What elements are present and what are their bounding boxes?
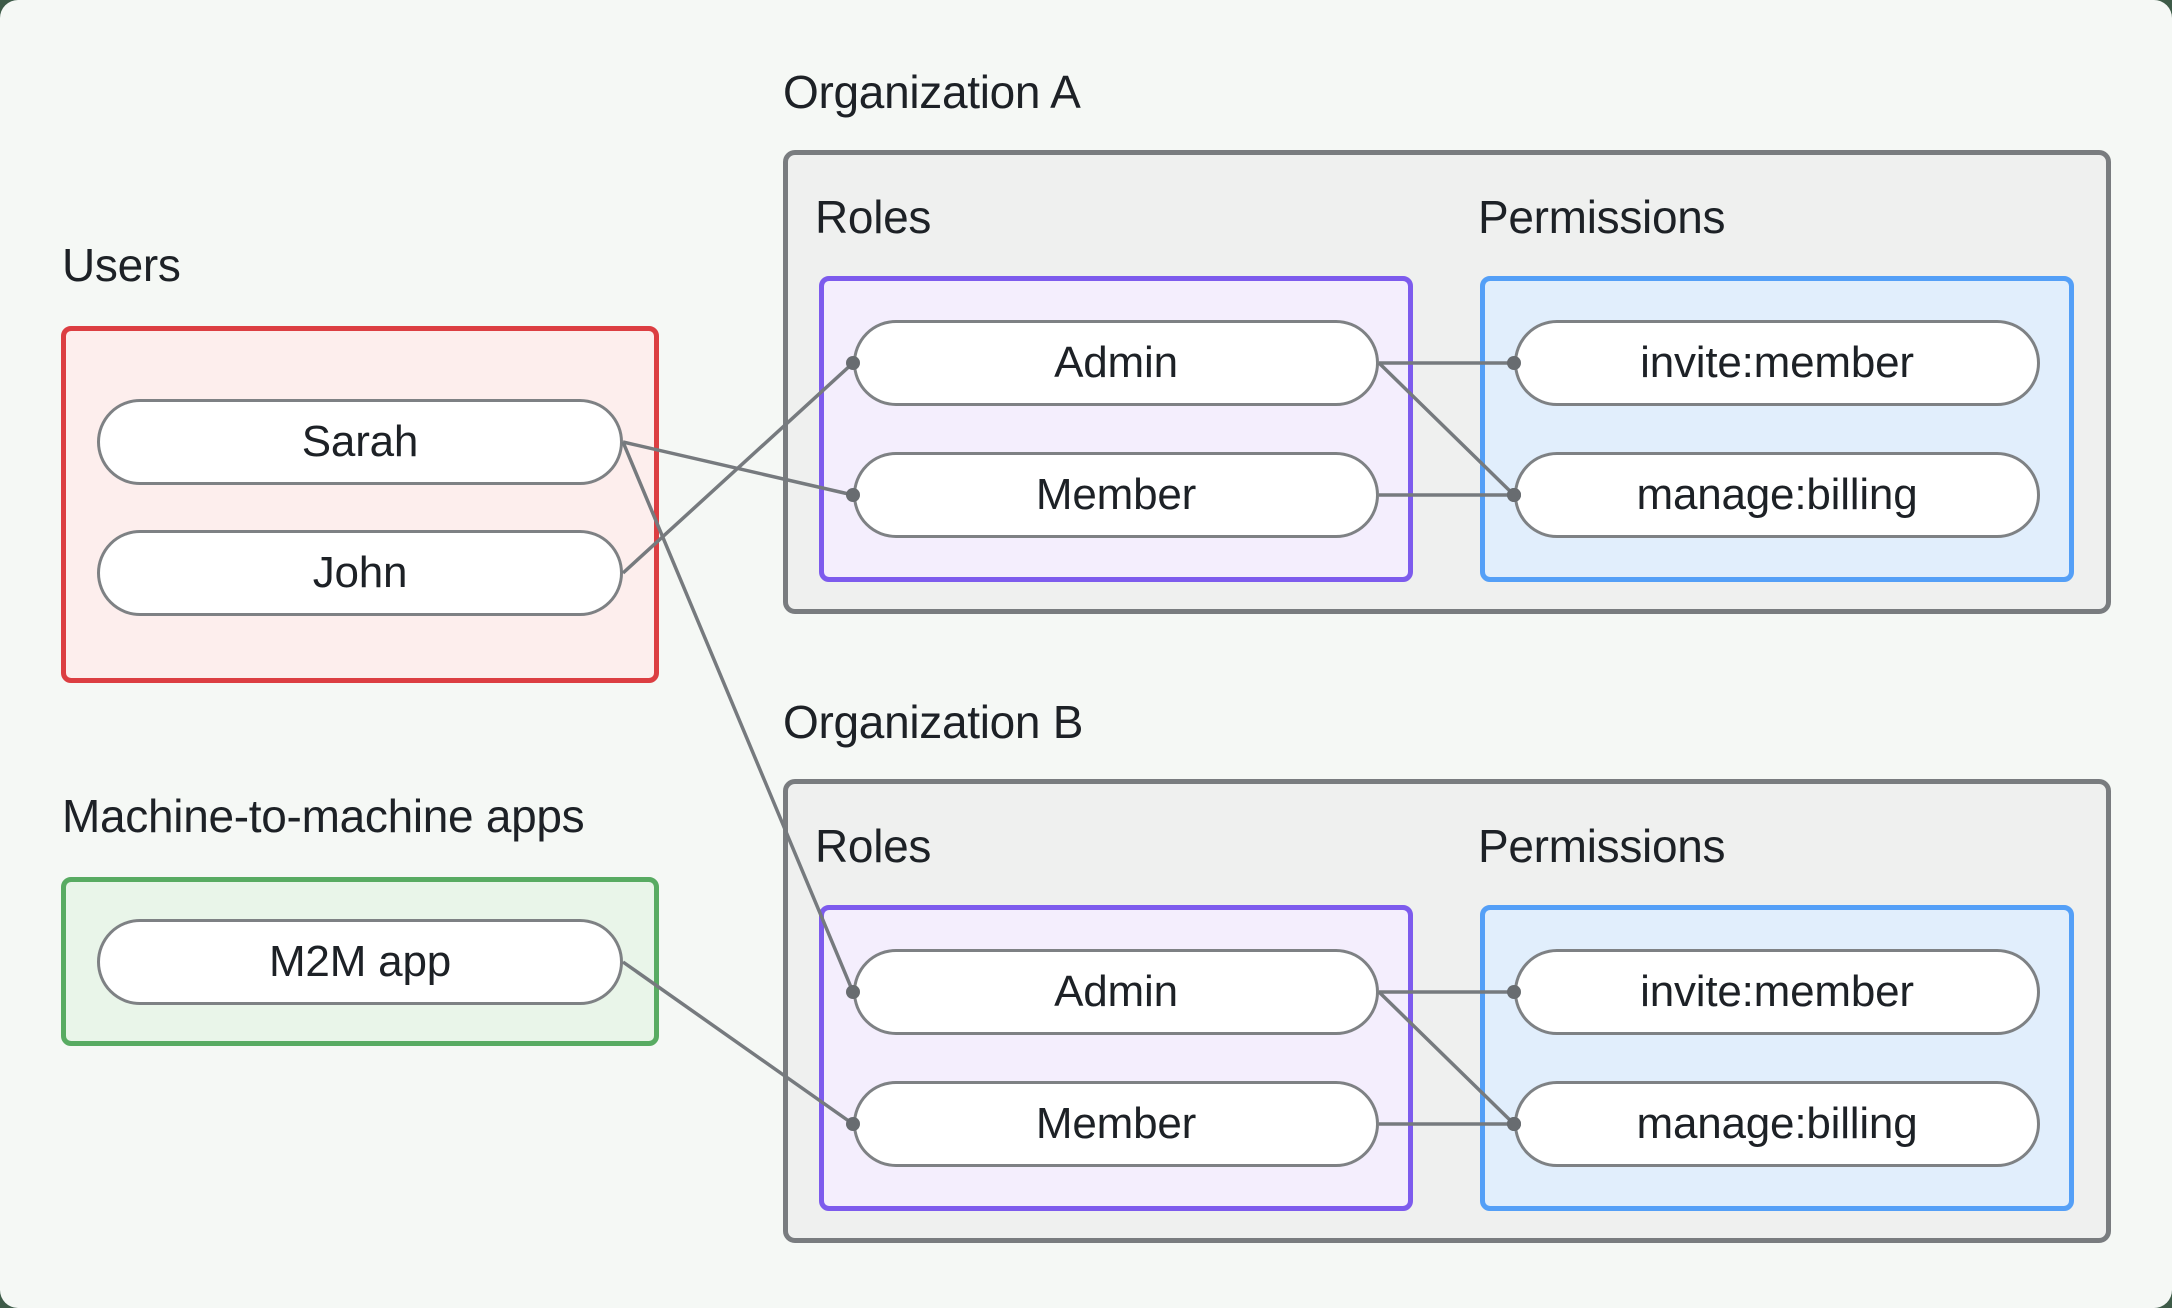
- m2m-section-label: Machine-to-machine apps: [62, 790, 585, 842]
- org-b-role-pill-admin: Admin: [853, 949, 1379, 1035]
- org-b-title: Organization B: [783, 696, 1084, 748]
- org-a-permissions-label: Permissions: [1478, 191, 1726, 243]
- m2m-app-pill: M2M app: [97, 919, 623, 1005]
- user-pill-sarah: Sarah: [97, 399, 623, 485]
- org-a-permission-pill-manage-billing: manage:billing: [1514, 452, 2040, 538]
- org-b-roles-label: Roles: [815, 820, 932, 872]
- user-pill-john: John: [97, 530, 623, 616]
- org-a-role-pill-member: Member: [853, 452, 1379, 538]
- org-b-permissions-label: Permissions: [1478, 820, 1726, 872]
- org-a-permission-pill-invite-member: invite:member: [1514, 320, 2040, 406]
- org-a-role-pill-admin: Admin: [853, 320, 1379, 406]
- org-b-permission-pill-manage-billing: manage:billing: [1514, 1081, 2040, 1167]
- org-b-role-pill-member: Member: [853, 1081, 1379, 1167]
- users-group-box: [61, 326, 659, 683]
- users-section-label: Users: [62, 239, 181, 291]
- org-b-permission-pill-invite-member: invite:member: [1514, 949, 2040, 1035]
- org-a-title: Organization A: [783, 66, 1081, 118]
- org-a-roles-label: Roles: [815, 191, 932, 243]
